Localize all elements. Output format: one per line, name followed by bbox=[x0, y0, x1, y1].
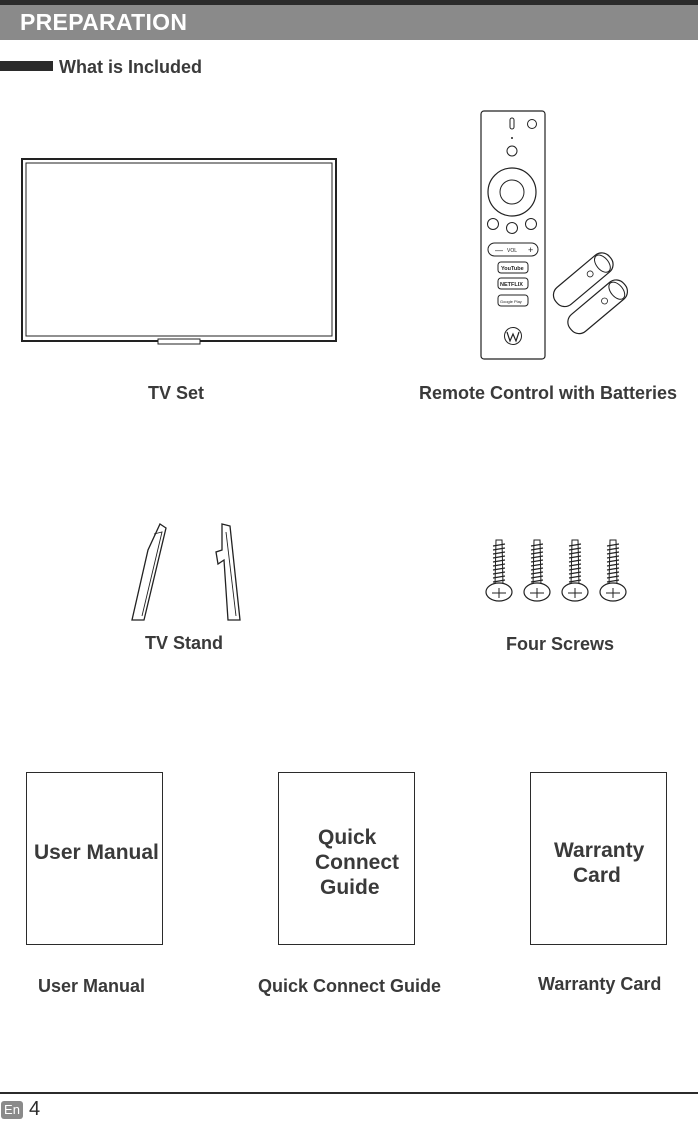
page-number: 4 bbox=[29, 1098, 41, 1120]
vol-label: VOL bbox=[507, 248, 517, 254]
batteries-illustration bbox=[552, 252, 629, 335]
tv-set-illustration bbox=[21, 158, 337, 345]
screws-caption: Four Screws bbox=[506, 634, 615, 654]
section-header: PREPARATION bbox=[0, 5, 698, 40]
tv-set-caption: TV Set bbox=[148, 383, 205, 403]
page-title: PREPARATION bbox=[20, 9, 188, 35]
user-manual-caption: User Manual bbox=[38, 976, 146, 996]
screws-illustration bbox=[485, 539, 627, 602]
warranty-caption: Warranty Card bbox=[538, 974, 662, 994]
user-manual-booklet: User Manual bbox=[26, 772, 163, 945]
quick-guide-cover-line3: Guide bbox=[320, 876, 380, 899]
user-manual-cover-text: User Manual bbox=[34, 841, 159, 864]
top-rule bbox=[0, 0, 698, 5]
warranty-card-booklet: Warranty Card bbox=[530, 772, 667, 945]
section-marker bbox=[0, 61, 53, 71]
quick-guide-cover-line2: Connect bbox=[315, 851, 399, 874]
youtube-button-label: YouTube bbox=[501, 266, 524, 272]
language-badge: En bbox=[1, 1101, 23, 1119]
tv-stand-caption: TV Stand bbox=[145, 633, 224, 653]
footer-rule bbox=[0, 1092, 698, 1094]
remote-control-illustration: — VOL + YouTube NETFLIX Google Play bbox=[480, 110, 546, 360]
vol-plus-label: + bbox=[528, 245, 533, 255]
remote-caption: Remote Control with Batteries bbox=[419, 383, 678, 403]
vol-minus-label: — bbox=[495, 246, 503, 255]
warranty-cover-line1: Warranty bbox=[554, 839, 645, 862]
google-play-button-label: Google Play bbox=[500, 299, 522, 304]
section-title: What is Included bbox=[59, 57, 203, 77]
quick-guide-cover-line1: Quick bbox=[318, 826, 377, 849]
quick-guide-caption: Quick Connect Guide bbox=[258, 976, 442, 996]
netflix-button-label: NETFLIX bbox=[500, 282, 523, 288]
warranty-cover-line2: Card bbox=[573, 864, 621, 887]
quick-guide-booklet: Quick Connect Guide bbox=[278, 772, 415, 945]
tv-stand-illustration bbox=[131, 523, 241, 621]
